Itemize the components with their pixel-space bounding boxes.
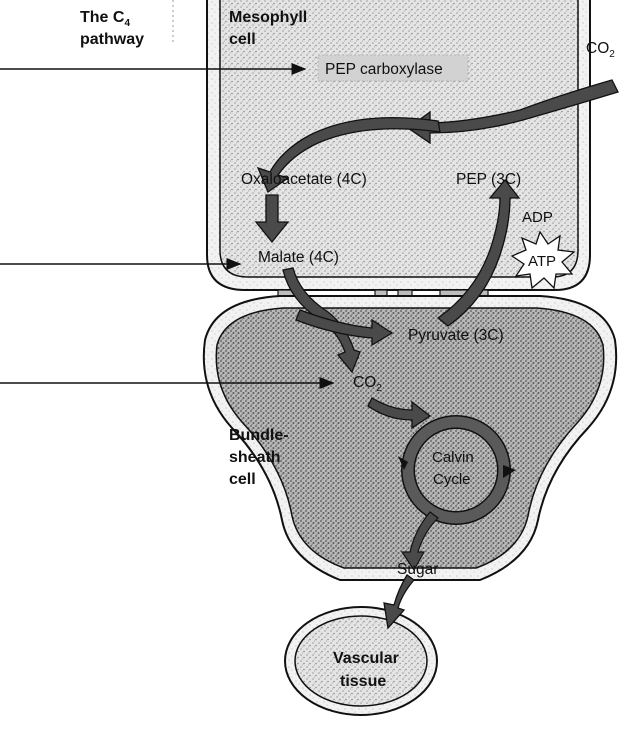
sugar-label: Sugar xyxy=(397,561,438,578)
mesophyll-label-line2: cell xyxy=(229,31,256,48)
bundle-sheath-label-line2: sheath xyxy=(229,449,281,466)
bundle-sheath-label-line1: Bundle- xyxy=(229,427,289,444)
pep-carboxylase-label: PEP carboxylase xyxy=(325,61,443,78)
vascular-label-line1: Vascular xyxy=(333,650,399,667)
title-line1: The C4 xyxy=(80,9,130,29)
pep-label: PEP (3C) xyxy=(456,171,521,188)
malate-label: Malate (4C) xyxy=(258,249,339,266)
title-line2: pathway xyxy=(80,31,144,48)
atp-label: ATP xyxy=(528,253,556,270)
calvin-label-line1: Calvin xyxy=(432,449,474,466)
vascular-label-line2: tissue xyxy=(340,673,386,690)
oxaloacetate-label: Oxaloacetate (4C) xyxy=(241,171,367,188)
mesophyll-label-line1: Mesophyll xyxy=(229,9,307,26)
bundle-sheath-label-line3: cell xyxy=(229,471,256,488)
pyruvate-label: Pyruvate (3C) xyxy=(408,327,504,344)
calvin-label-line2: Cycle xyxy=(433,471,471,488)
adp-label: ADP xyxy=(522,209,553,226)
